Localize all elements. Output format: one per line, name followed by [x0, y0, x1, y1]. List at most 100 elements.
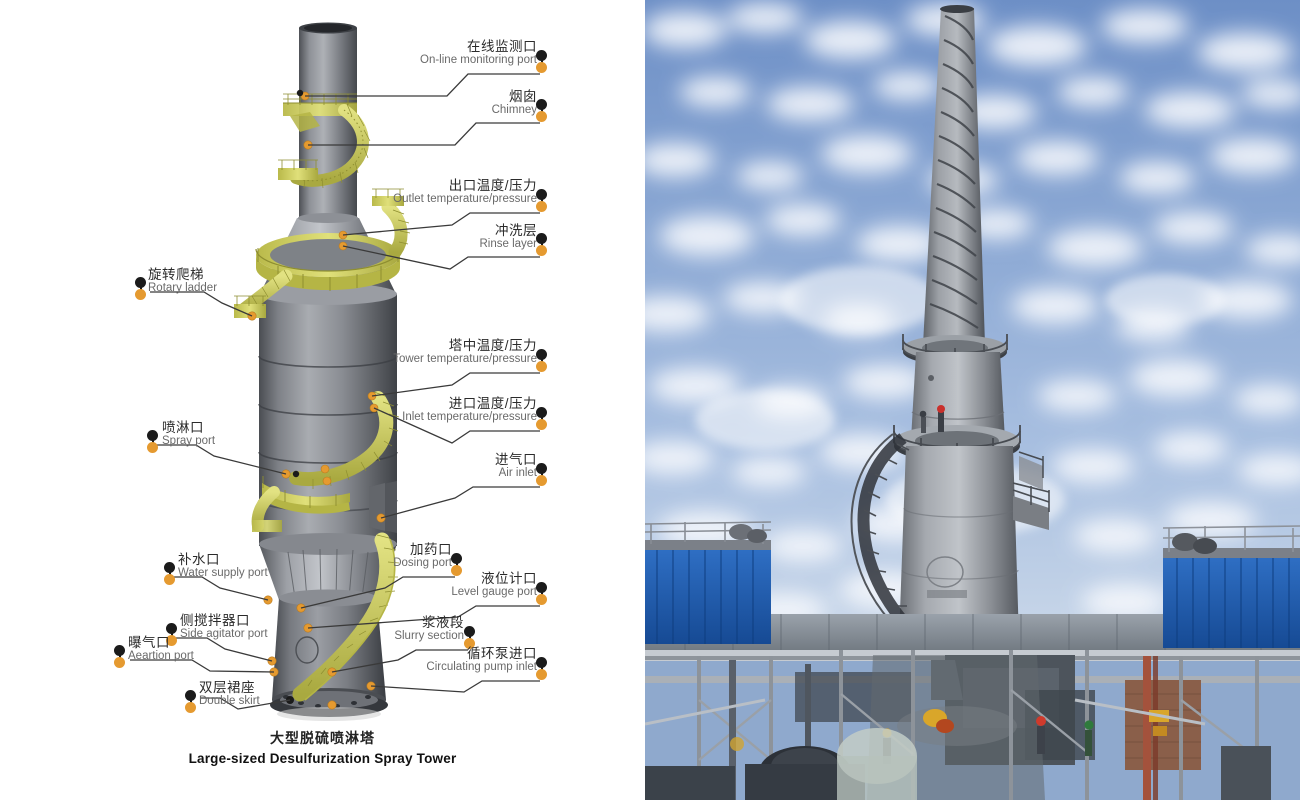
label-en: Tower temperature/pressure: [393, 353, 537, 366]
marker-dot-black: [451, 553, 462, 564]
label-cn: 喷淋口: [162, 420, 204, 435]
label-cn: 进气口: [495, 452, 537, 467]
label-en: Aeartion port: [128, 650, 194, 663]
marker-dot-orange: [536, 475, 547, 486]
marker-on-line-monitoring-port: [536, 50, 547, 74]
marker-stem: [540, 58, 543, 65]
marker-double-skirt: [185, 690, 196, 714]
marker-dot-black: [536, 233, 547, 244]
rotary-ladder-upper: [234, 269, 293, 318]
label-inlet-temperature-pressure: 进口温度/压力 Inlet temperature/pressure: [392, 396, 537, 424]
marker-dot-orange: [135, 289, 146, 300]
marker-stem: [455, 561, 458, 568]
marker-chimney: [536, 99, 547, 123]
marker-dot-orange: [536, 419, 547, 430]
label-level-gauge-port: 液位计口 Level gauge port: [420, 571, 537, 599]
marker-stem: [540, 241, 543, 248]
marker-air-inlet: [536, 463, 547, 487]
label-spray-port: 喷淋口 Spray port: [162, 420, 215, 448]
spray-tower-diagram: [130, 22, 540, 721]
platforms-and-stairs: [234, 93, 411, 702]
white-silo: [837, 728, 917, 800]
valve-accents: [730, 709, 1169, 751]
marker-dot-black: [166, 623, 177, 634]
bottom-machinery: [645, 746, 1271, 800]
marker-dot-black: [114, 645, 125, 656]
label-dosing-port: 加药口 Dosing port: [355, 542, 452, 570]
label-en: Double skirt: [199, 695, 260, 708]
marker-dot-orange: [164, 574, 175, 585]
marker-stem: [540, 471, 543, 478]
marker-dot-black: [536, 463, 547, 474]
marker-dot-orange: [536, 111, 547, 122]
marker-dot-black: [536, 407, 547, 418]
label-en: Air inlet: [498, 467, 537, 480]
label-on-line-monitoring-port: 在线监测口 On-line monitoring port: [400, 39, 537, 67]
label-en: Rotary ladder: [148, 282, 218, 295]
stair-mid-left: [251, 486, 282, 532]
label-en: On-line monitoring port: [420, 54, 537, 67]
marker-dot-black: [536, 582, 547, 593]
label-cn: 进口温度/压力: [448, 396, 537, 411]
marker-stem: [468, 634, 471, 641]
spiral-stair-mid: [289, 391, 400, 489]
marker-dot-orange: [536, 201, 547, 212]
platform-tower-top-ring: [255, 233, 401, 291]
label-en: Outlet temperature/pressure: [393, 193, 537, 206]
marker-dot-black: [147, 430, 158, 441]
marker-dot-orange: [166, 635, 177, 646]
label-en: Circulating pump inlet: [426, 661, 537, 674]
marker-stem: [118, 653, 121, 660]
diagram-panel: 在线监测口 On-line monitoring port 烟囱 Chimney…: [0, 0, 645, 800]
marker-dot-orange: [536, 669, 547, 680]
label-chimney: 烟囱 Chimney: [430, 89, 537, 117]
marker-outlet-temperature-pressure: [536, 189, 547, 213]
label-rinse-layer: 冲洗层 Rinse layer: [430, 223, 537, 251]
marker-dot-black: [536, 349, 547, 360]
foreground-handrail: [645, 698, 1206, 726]
label-cn: 浆液段: [422, 615, 464, 630]
marker-dosing-port: [451, 553, 462, 577]
marker-slurry-section: [464, 626, 475, 650]
label-en: Side agitator port: [180, 628, 268, 641]
label-cn: 曝气口: [128, 635, 170, 650]
marker-level-gauge-port: [536, 582, 547, 606]
diagram-caption: 大型脱硫喷淋塔 Large-sized Desulfurization Spra…: [0, 728, 645, 769]
label-en: Dosing port: [393, 557, 452, 570]
tower-assembly: [130, 22, 540, 721]
label-cn: 加药口: [410, 542, 452, 557]
label-cn: 补水口: [178, 552, 220, 567]
label-cn: 在线监测口: [467, 39, 537, 54]
label-cn: 循环泵进口: [467, 646, 537, 661]
label-en: Level gauge port: [451, 586, 537, 599]
marker-water-supply-port: [164, 562, 175, 586]
marker-dot-black: [536, 50, 547, 61]
blue-building-right: [1162, 525, 1300, 648]
marker-spray-port: [147, 430, 158, 454]
site-photograph: [645, 0, 1300, 800]
label-air-inlet: 进气口 Air inlet: [440, 452, 537, 480]
marker-stem: [139, 285, 142, 292]
marker-dot-black: [536, 657, 547, 668]
lower-cone: [259, 533, 397, 601]
marker-dot-orange: [464, 638, 475, 649]
label-en: Chimney: [491, 104, 537, 117]
platform-lower-stack: [278, 159, 318, 180]
marker-stem: [170, 631, 173, 638]
label-en: Water supply port: [178, 567, 268, 580]
label-slurry-section: 浆液段 Slurry section: [372, 615, 464, 643]
marker-inlet-temperature-pressure: [536, 407, 547, 431]
label-cn: 侧搅拌器口: [180, 613, 250, 628]
marker-dot-black: [536, 189, 547, 200]
label-cn: 出口温度/压力: [448, 178, 537, 193]
label-tower-temperature-pressure: 塔中温度/压力 Tower temperature/pressure: [390, 338, 537, 366]
marker-dot-black: [135, 277, 146, 288]
photo-tower-barrel: [899, 446, 1019, 640]
photo-tower: [850, 5, 1050, 645]
marker-stem: [540, 415, 543, 422]
label-water-supply-port: 补水口 Water supply port: [178, 552, 268, 580]
marker-stem: [540, 357, 543, 364]
marker-stem: [168, 570, 171, 577]
tower-body: [258, 283, 398, 546]
